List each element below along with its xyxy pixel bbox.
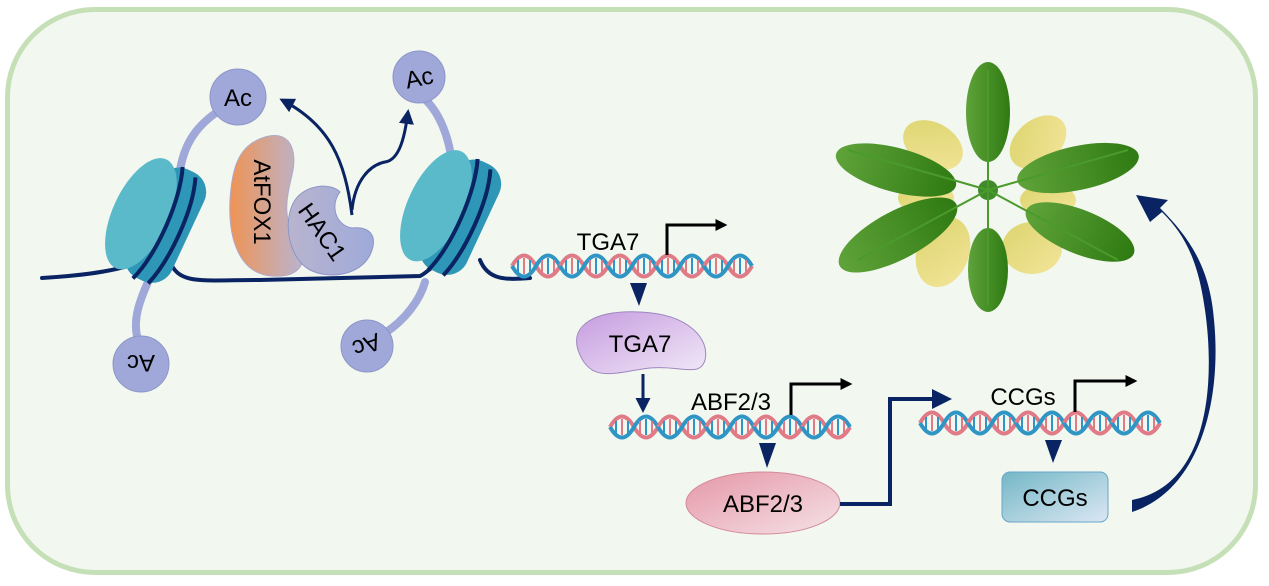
abf-protein: ABF2/3 bbox=[685, 471, 841, 535]
acetyl-label: Ac bbox=[224, 85, 252, 112]
arabidopsis-plant-icon bbox=[835, 62, 1139, 312]
abf-gene-label: ABF2/3 bbox=[691, 389, 771, 416]
hac1-protein: HAC1 bbox=[287, 185, 374, 276]
acetylation-arrow-left bbox=[279, 98, 354, 216]
nucleosome-left bbox=[105, 158, 207, 285]
abf-expression-arrowhead bbox=[759, 443, 776, 468]
acetylation-arrow-right bbox=[350, 109, 414, 211]
tga7-expression-arrowhead bbox=[630, 283, 647, 306]
acetyl-label: Ac bbox=[403, 62, 436, 94]
tga7-gene-label: TGA7 bbox=[577, 229, 640, 256]
ccgs-to-plant-arrow bbox=[1132, 195, 1216, 512]
abf-tss-arrow bbox=[789, 378, 853, 415]
ccgs-expression-arrowhead bbox=[1045, 440, 1062, 463]
tga7-tss-arrow bbox=[665, 219, 728, 255]
acetyl-group-3: Ac bbox=[112, 335, 170, 393]
ccgs-gene-dna bbox=[918, 410, 1162, 436]
acetyl-group-4: Ac bbox=[340, 319, 394, 373]
atfox1-label: AtFOX1 bbox=[248, 159, 275, 244]
ccgs-protein-label: CCGs bbox=[1022, 485, 1087, 512]
acetyl-group-1: Ac bbox=[209, 68, 267, 126]
nucleosome-right bbox=[400, 150, 502, 277]
tga7-gene-dna bbox=[510, 253, 754, 279]
abf-activates-ccgs-arrow bbox=[840, 389, 952, 506]
ccgs-tss-arrow bbox=[1073, 375, 1138, 412]
ccgs-gene-label: CCGs bbox=[990, 384, 1055, 411]
abf-protein-label: ABF2/3 bbox=[723, 491, 803, 518]
tga7-protein: TGA7 bbox=[576, 311, 707, 375]
acetyl-group-2: Ac bbox=[392, 50, 446, 104]
ccgs-protein: CCGs bbox=[1001, 471, 1109, 523]
atfox1-protein: AtFOX1 bbox=[229, 135, 304, 277]
tga7-protein-label: TGA7 bbox=[609, 331, 672, 358]
acetyl-label: Ac bbox=[127, 349, 155, 376]
abf-gene-dna bbox=[608, 414, 852, 440]
